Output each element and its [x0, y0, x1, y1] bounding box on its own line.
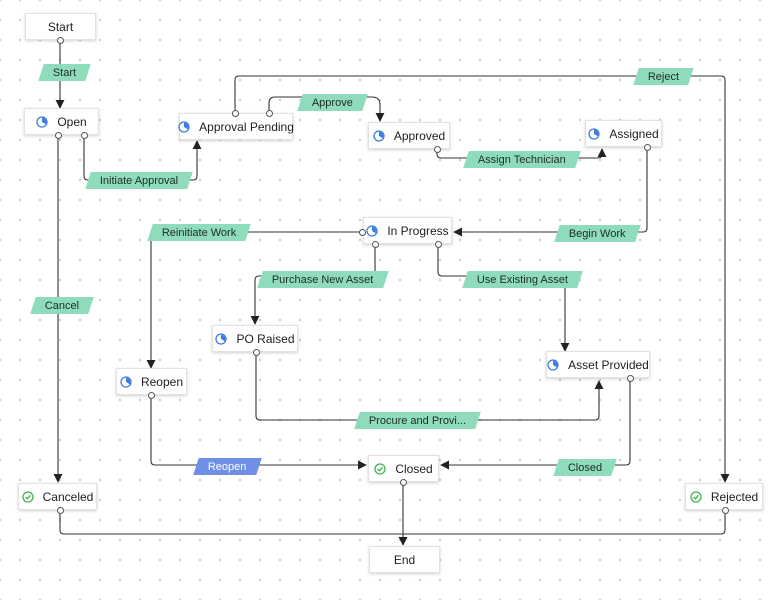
state-asset-provided-label: Asset Provided: [568, 357, 649, 372]
transition-initiate-approval-label: Initiate Approval: [100, 174, 179, 187]
port-closed-out[interactable]: [400, 479, 407, 486]
transition-closed-label: Closed: [568, 461, 603, 474]
transition-reopen-label: Reopen: [208, 460, 247, 473]
transition-reject-label: Reject: [648, 70, 680, 83]
state-approved-label: Approved: [393, 128, 446, 143]
port-in-progress-reinitiate-out[interactable]: [359, 229, 366, 236]
state-approved[interactable]: Approved: [368, 122, 450, 149]
port-po-raised-out[interactable]: [253, 349, 260, 356]
state-approval-pending-label: Approval Pending: [199, 119, 294, 134]
edge-reject: [234, 75, 730, 483]
state-closed[interactable]: Closed: [368, 455, 439, 482]
transition-cancel-label: Cancel: [45, 299, 80, 312]
transition-approve-label: Approve: [312, 96, 353, 109]
check-circle-icon: [690, 490, 702, 503]
state-closed-label: Closed: [395, 461, 433, 476]
state-po-raised-label: PO Raised: [236, 331, 295, 346]
transition-cancel[interactable]: Cancel: [30, 297, 95, 314]
state-canceled-label: Canceled: [42, 489, 94, 504]
state-open-label: Open: [57, 114, 87, 129]
transition-use-existing-asset-label: Use Existing Asset: [477, 273, 569, 286]
state-asset-provided[interactable]: Asset Provided: [546, 351, 650, 378]
state-rejected[interactable]: Rejected: [685, 483, 763, 510]
clock-icon: [120, 375, 132, 388]
transition-reject[interactable]: Reject: [633, 68, 694, 85]
edge-use-existing-asset: [437, 244, 570, 352]
port-canceled-out[interactable]: [57, 507, 64, 514]
state-open[interactable]: Open: [24, 108, 99, 135]
port-approved-out[interactable]: [434, 146, 441, 153]
state-start[interactable]: Start: [25, 13, 96, 40]
port-in-progress-existing-out[interactable]: [435, 241, 442, 248]
state-approval-pending[interactable]: Approval Pending: [178, 113, 294, 140]
state-po-raised[interactable]: PO Raised: [212, 325, 298, 352]
transition-purchase-new-asset-label: Purchase New Asset: [272, 273, 374, 286]
state-assigned[interactable]: Assigned: [585, 120, 662, 147]
port-assigned-out[interactable]: [644, 144, 651, 151]
state-start-label: Start: [47, 19, 74, 34]
transition-reinitiate-work[interactable]: Reinitiate Work: [147, 224, 252, 241]
transition-purchase-new-asset[interactable]: Purchase New Asset: [257, 271, 389, 288]
state-in-progress[interactable]: In Progress: [363, 217, 452, 244]
transition-reinitiate-work-label: Reinitiate Work: [162, 226, 237, 239]
clock-icon: [36, 115, 48, 128]
edge-canceled-end: [59, 510, 726, 535]
transition-use-existing-asset[interactable]: Use Existing Asset: [462, 271, 583, 288]
transition-assign-technician-label: Assign Technician: [478, 153, 566, 166]
clock-icon: [178, 120, 190, 133]
check-circle-icon: [374, 462, 386, 475]
port-reopen-out[interactable]: [148, 392, 155, 399]
clock-icon: [215, 332, 228, 345]
clock-icon: [366, 224, 378, 237]
transition-start[interactable]: Start: [38, 64, 91, 81]
clock-icon: [373, 129, 385, 142]
state-reopen[interactable]: Reopen: [116, 368, 187, 395]
port-approval-pending-approve-out[interactable]: [266, 110, 273, 117]
state-in-progress-label: In Progress: [387, 223, 449, 238]
state-canceled[interactable]: Canceled: [18, 483, 97, 510]
edge-reopen: [150, 397, 367, 470]
port-approval-pending-reject-out[interactable]: [232, 110, 239, 117]
transition-approve[interactable]: Approve: [297, 94, 368, 111]
clock-icon: [547, 358, 559, 371]
transition-initiate-approval[interactable]: Initiate Approval: [85, 172, 194, 189]
edge-begin-work: [453, 147, 648, 237]
clock-icon: [588, 127, 600, 140]
port-in-progress-purchase-out[interactable]: [372, 241, 379, 248]
state-assigned-label: Assigned: [609, 126, 659, 141]
state-rejected-label: Rejected: [710, 489, 759, 504]
transition-assign-technician[interactable]: Assign Technician: [463, 151, 581, 168]
edge-closed: [440, 378, 631, 470]
transition-start-label: Start: [53, 66, 77, 79]
state-reopen-label: Reopen: [140, 374, 184, 389]
port-open-cancel-out[interactable]: [55, 132, 62, 139]
port-open-out[interactable]: [81, 132, 88, 139]
port-start-out[interactable]: [57, 37, 64, 44]
transition-procure-and-provide-label: Procure and Provi...: [369, 414, 467, 427]
transition-closed[interactable]: Closed: [553, 459, 618, 476]
transition-begin-work-label: Begin Work: [569, 227, 626, 240]
transition-reopen[interactable]: Reopen: [193, 458, 262, 475]
state-end[interactable]: End: [369, 546, 440, 573]
check-circle-icon: [21, 490, 34, 503]
port-asset-provided-out[interactable]: [627, 375, 634, 382]
state-end-label: End: [393, 552, 416, 567]
transition-procure-and-provide[interactable]: Procure and Provi...: [354, 412, 481, 429]
transition-begin-work[interactable]: Begin Work: [554, 225, 641, 242]
port-rejected-out[interactable]: [722, 507, 729, 514]
